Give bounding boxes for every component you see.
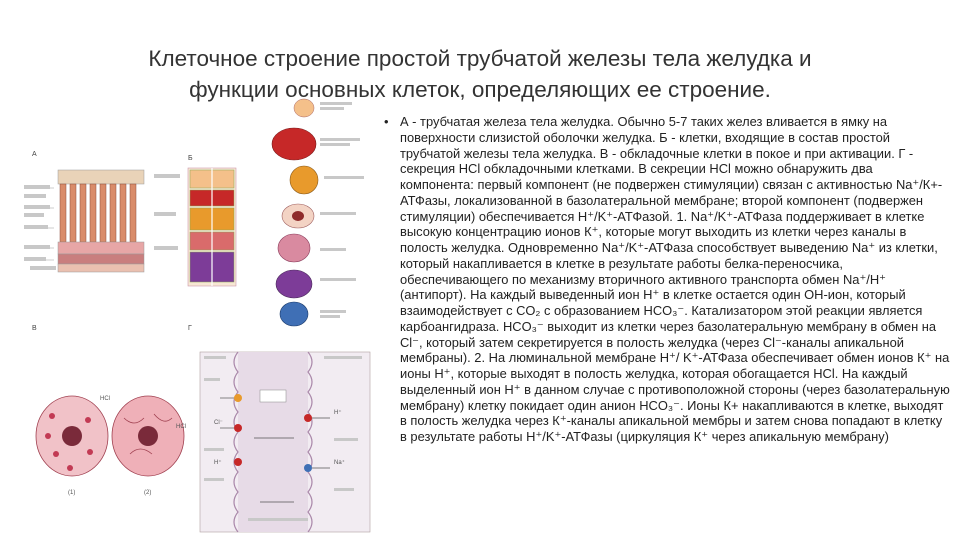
panel-label-c: В (32, 325, 37, 332)
panel-c-parietal-cells: (1) (2) HCl HCl (35, 395, 186, 496)
panel-label-a: А (32, 151, 37, 158)
panel-d-hcl-secretion: Cl⁻ H⁺ H⁺ Na⁺ (199, 351, 371, 533)
panel-a-gland-diagram (24, 169, 145, 273)
bullet-item: • А - трубчатая железа тела желудка. Обы… (384, 114, 950, 445)
svg-text:HCl: HCl (100, 396, 110, 402)
svg-text:H⁺: H⁺ (214, 459, 222, 466)
svg-text:(2): (2) (144, 490, 151, 496)
bullet-list: • А - трубчатая железа тела желудка. Обы… (384, 114, 950, 445)
svg-text:HCl: HCl (176, 424, 186, 430)
slide-title: Клеточное строение простой трубчатой жел… (60, 43, 900, 105)
svg-text:(1): (1) (68, 490, 75, 496)
svg-text:H⁺: H⁺ (334, 409, 342, 416)
panel-b-cell-types (154, 98, 364, 327)
panel-label-d: Г (188, 325, 192, 332)
gastric-gland-figure: (1) (2) HCl HCl (24, 98, 374, 535)
svg-text:Cl⁻: Cl⁻ (214, 420, 223, 426)
title-line-1: Клеточное строение простой трубчатой жел… (148, 46, 812, 72)
figure-illustration: (1) (2) HCl HCl (24, 98, 371, 533)
bullet-marker: • (384, 114, 389, 129)
title-line-2: функции основных клеток, определяющих ее… (189, 77, 771, 103)
svg-text:Na⁺: Na⁺ (334, 459, 345, 466)
bullet-paragraph: А - трубчатая железа тела желудка. Обычн… (400, 114, 950, 444)
panel-label-b: Б (188, 155, 193, 162)
